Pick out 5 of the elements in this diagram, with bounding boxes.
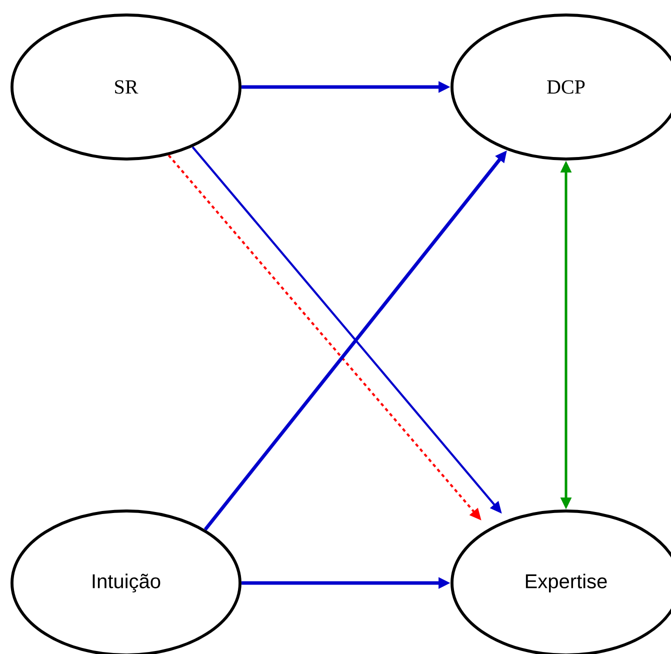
- node-label: Expertise: [526, 574, 607, 592]
- node-label: DCP: [547, 80, 585, 94]
- ellipse-node: [10, 14, 242, 160]
- node-label: SR: [115, 80, 138, 94]
- node-label: Intuição: [92, 574, 160, 592]
